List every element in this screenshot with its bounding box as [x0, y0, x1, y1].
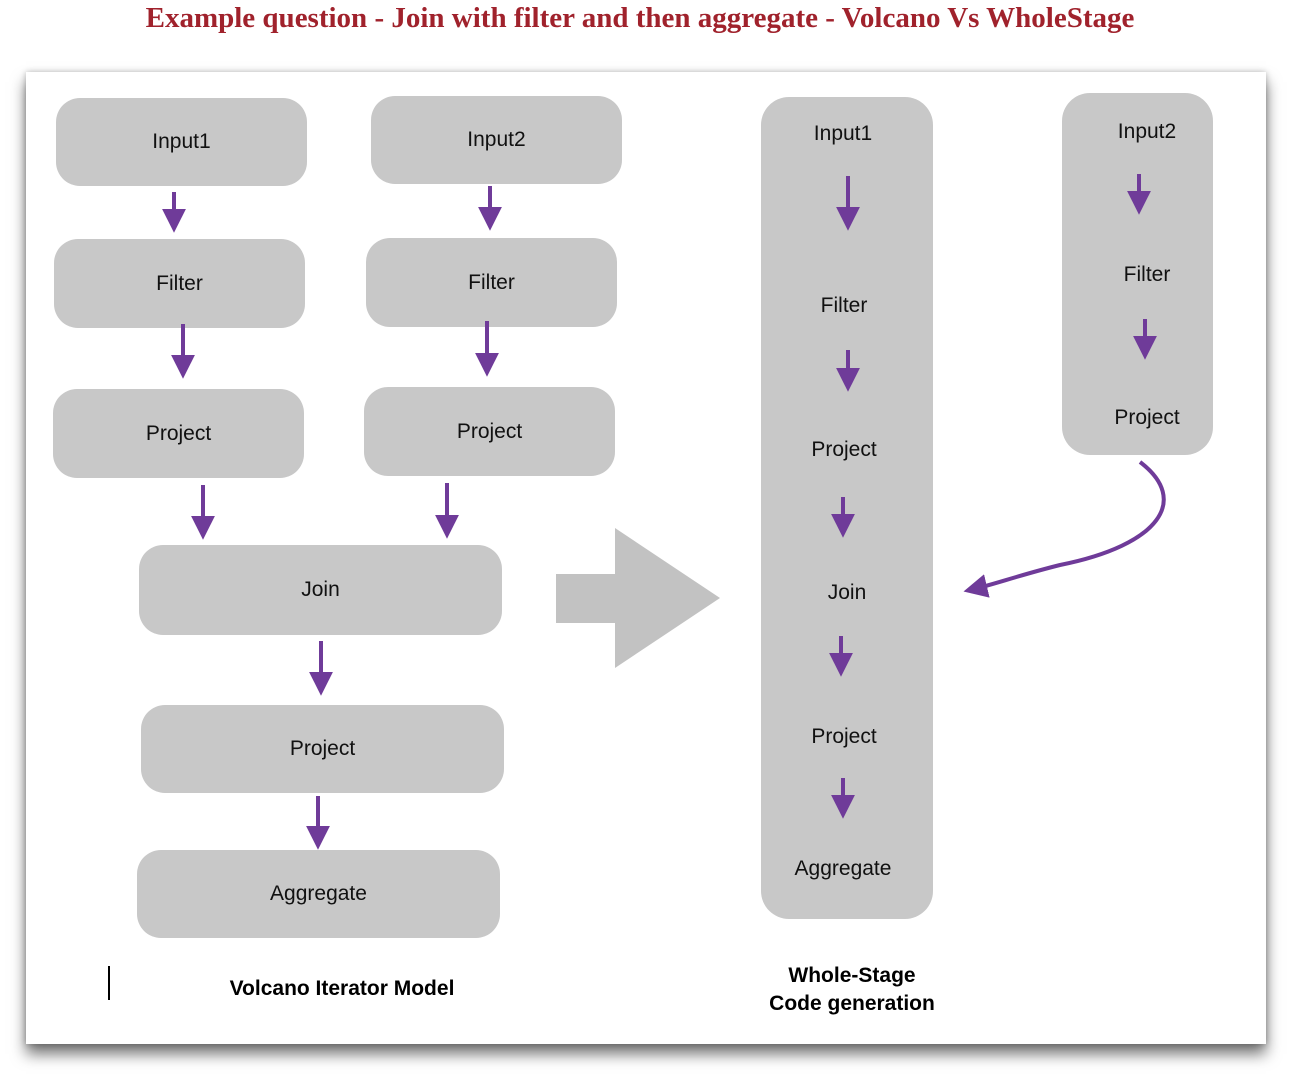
wholestage-side-step-label: Input2 — [1117, 120, 1177, 143]
node-label: Project — [456, 419, 523, 443]
node-label: Project — [289, 737, 356, 760]
transform-big-arrow — [556, 528, 720, 668]
node-label: Aggregate — [270, 882, 367, 905]
wholestage-main-column — [761, 97, 933, 919]
wholestage-side-column — [1062, 93, 1213, 455]
merge-into-join-arrow — [963, 460, 1166, 598]
page-title: Example question - Join with filter and … — [145, 2, 1135, 34]
wholestage-caption: Whole-Stage Code generation — [740, 962, 964, 1018]
node-label: Project — [145, 421, 212, 445]
wholestage-caption-line1: Whole-Stage — [788, 964, 916, 987]
node-label: Filter — [468, 270, 515, 294]
volcano-filter1-node: Filter — [54, 239, 305, 328]
wholestage-side-step-label: Project — [1114, 406, 1180, 429]
volcano-project2-node: Project — [364, 387, 615, 476]
wholestage-main-step-label: Input1 — [813, 122, 873, 145]
node-label: Input1 — [152, 130, 211, 153]
node-label: Join — [301, 578, 340, 601]
volcano-input2-node: Input2 — [371, 96, 622, 184]
volcano-aggregate-node: Aggregate — [137, 850, 500, 938]
volcano-project3-node: Project — [141, 705, 504, 793]
volcano-filter2-node: Filter — [366, 238, 617, 327]
wholestage-main-step-label: Filter — [820, 294, 868, 317]
node-label: Filter — [156, 271, 203, 295]
wholestage-main-step-label: Aggregate — [794, 857, 892, 880]
volcano-project1-node: Project — [53, 389, 304, 478]
volcano-caption: Volcano Iterator Model — [229, 977, 455, 1000]
volcano-join-node: Join — [139, 545, 502, 635]
wholestage-side-step-label: Filter — [1123, 263, 1171, 286]
node-label: Input2 — [467, 128, 526, 151]
wholestage-main-step-label: Project — [811, 438, 877, 461]
text-cursor — [108, 966, 110, 1000]
volcano-input1-node: Input1 — [56, 98, 307, 186]
wholestage-main-step-label: Join — [827, 581, 867, 604]
wholestage-main-step-label: Project — [811, 725, 877, 748]
wholestage-caption-line2: Code generation — [769, 992, 935, 1015]
